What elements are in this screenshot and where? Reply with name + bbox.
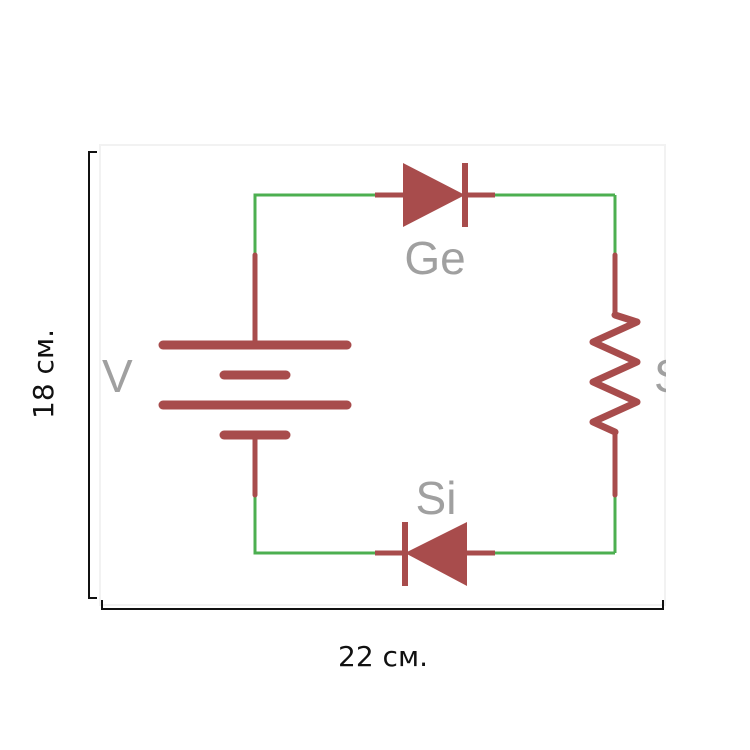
right-crop-mask: [666, 330, 750, 410]
height-bracket-line: [88, 151, 97, 599]
height-dimension-bracket: [88, 151, 97, 599]
si-diode-triangle: [405, 522, 467, 586]
resistor-symbol: [589, 252, 641, 498]
battery-symbol: [158, 252, 352, 498]
resistor-zigzag: [589, 311, 641, 436]
ge-label: Ge: [404, 232, 465, 284]
height-dimension-label: 18 см.: [27, 329, 60, 419]
ge-diode-triangle: [403, 163, 465, 227]
bottom-left-wire: [253, 495, 375, 555]
width-bracket-line: [101, 600, 664, 610]
diagram-frame: [99, 144, 666, 606]
si-diode: [375, 522, 495, 586]
si-label: Si: [416, 472, 457, 524]
top-wire: [253, 193, 375, 255]
left-crop-mask: [0, 330, 99, 410]
wires: [253, 193, 617, 555]
width-dimension-bracket: [101, 600, 664, 610]
ge-diode: [375, 163, 495, 227]
width-dimension-label: 22 см.: [338, 640, 428, 673]
battery-label: V: [102, 350, 133, 402]
